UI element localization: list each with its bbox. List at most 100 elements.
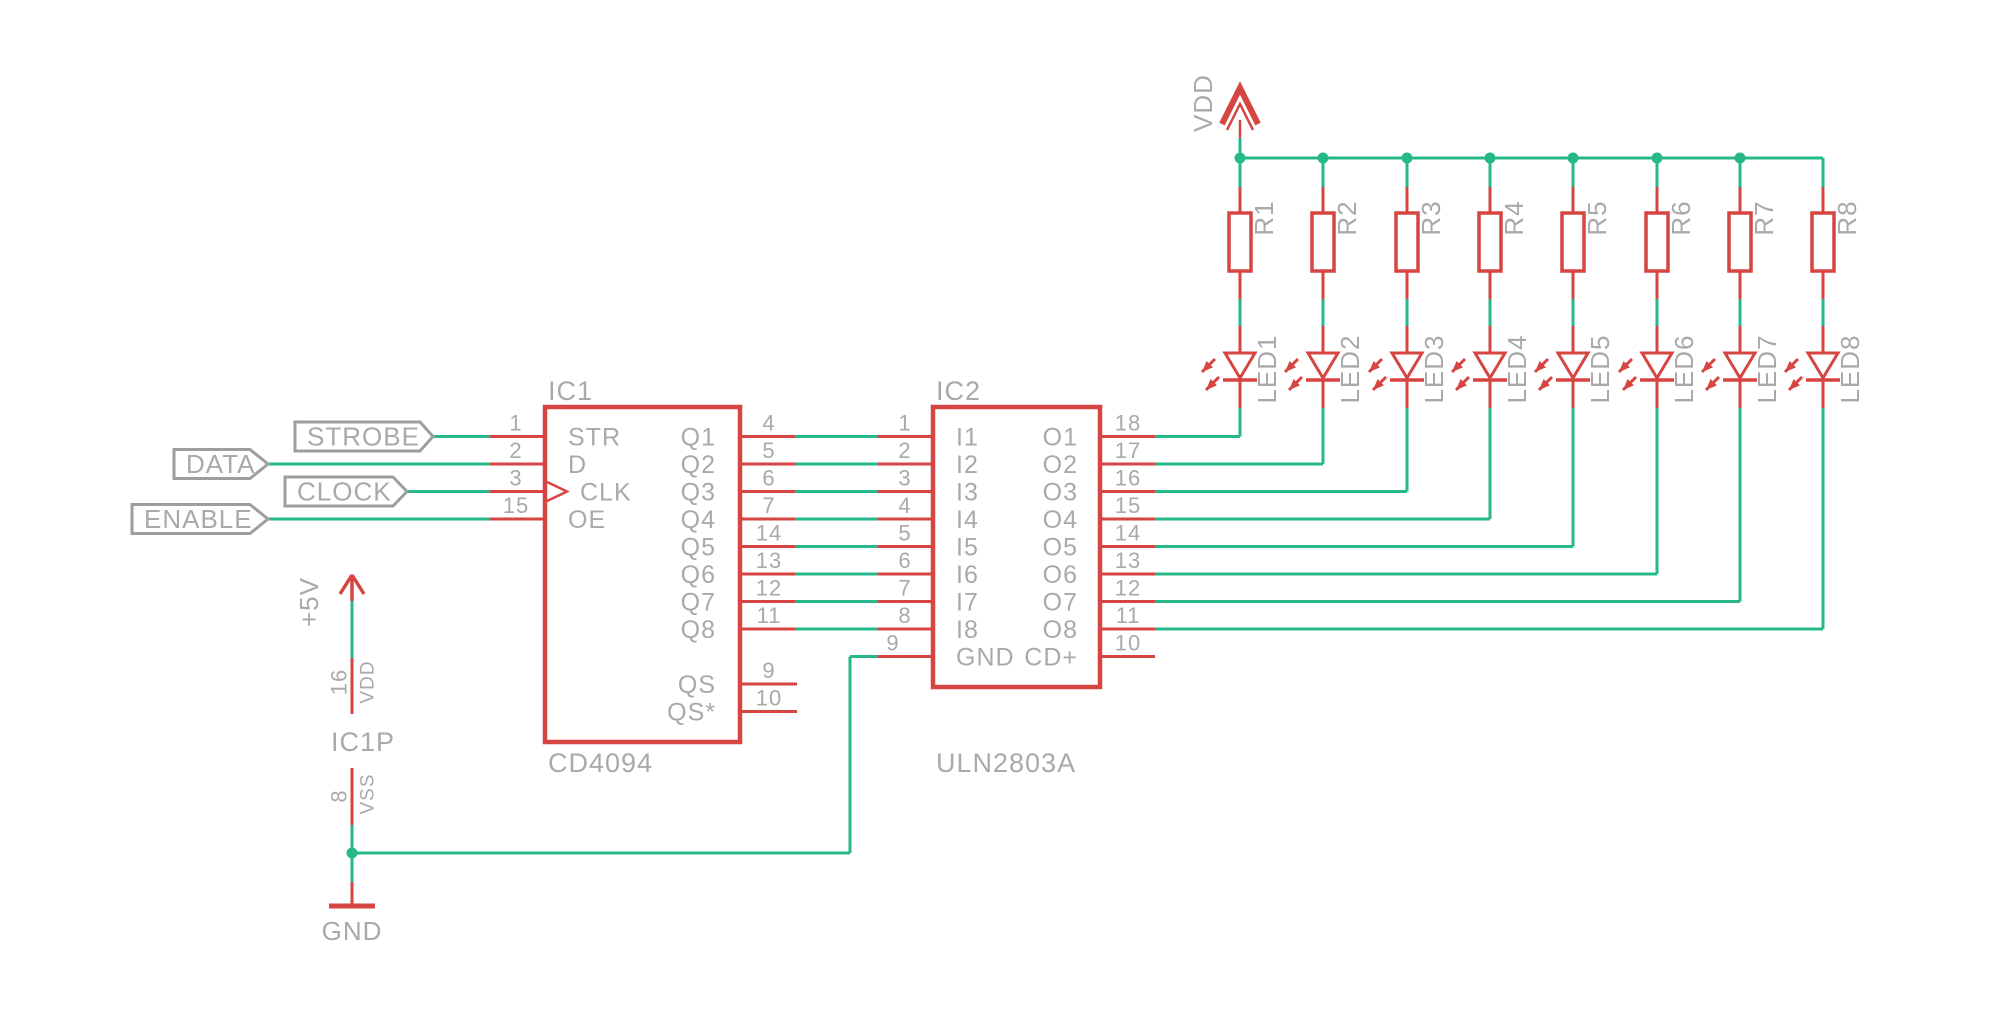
pin-number: 5 bbox=[762, 438, 775, 463]
flag-strobe[interactable]: STROBE bbox=[293, 420, 436, 453]
resistor-r1[interactable]: R1 bbox=[1227, 200, 1279, 273]
pin-number: 1 bbox=[898, 411, 911, 436]
led-led7[interactable]: LED7 bbox=[1700, 334, 1782, 404]
resistor-r3[interactable]: R3 bbox=[1394, 200, 1446, 273]
pin-number: 15 bbox=[503, 493, 529, 518]
plus5v-label: +5V bbox=[294, 577, 324, 627]
flag-outline bbox=[130, 503, 271, 535]
pin-name: OE bbox=[568, 506, 606, 534]
ic2-refdes: IC2 bbox=[936, 376, 981, 406]
junction-dot bbox=[1401, 152, 1413, 164]
pin-name: GND bbox=[956, 644, 1015, 672]
led-emission-arrow-head bbox=[1706, 379, 1717, 390]
led-led3[interactable]: LED3 bbox=[1367, 334, 1449, 404]
flag-outline bbox=[172, 448, 271, 480]
pin-name: I7 bbox=[956, 589, 979, 617]
pin-number: 12 bbox=[756, 576, 782, 601]
pin-name: I2 bbox=[956, 451, 979, 479]
resistor-r2[interactable]: R2 bbox=[1310, 200, 1362, 273]
led-triangle bbox=[1472, 351, 1508, 381]
resistor-r4[interactable]: R4 bbox=[1477, 200, 1529, 273]
led-led4[interactable]: LED4 bbox=[1450, 334, 1532, 404]
pin-name: O6 bbox=[1043, 561, 1078, 589]
resistor-label: R8 bbox=[1832, 200, 1862, 235]
vdd-supply-symbol[interactable]: VDD bbox=[1188, 74, 1261, 158]
pin-number: 4 bbox=[898, 493, 911, 518]
led-emission-arrow-head bbox=[1789, 379, 1800, 390]
pin-number: 18 bbox=[1115, 411, 1141, 436]
plus5v-arrow-icon bbox=[338, 574, 354, 595]
flag-clock[interactable]: CLOCK bbox=[283, 475, 410, 508]
led-triangle bbox=[1389, 351, 1425, 381]
led-label: LED2 bbox=[1335, 334, 1365, 403]
junction-dot bbox=[1567, 152, 1579, 164]
clock-wedge-icon bbox=[544, 479, 570, 504]
ic2-body bbox=[930, 404, 1103, 690]
resistor-r5[interactable]: R5 bbox=[1560, 200, 1612, 273]
resistor-body bbox=[1727, 211, 1753, 273]
pin-number: 3 bbox=[509, 466, 522, 491]
led-led5[interactable]: LED5 bbox=[1533, 334, 1615, 404]
resistor-r7[interactable]: R7 bbox=[1727, 200, 1779, 273]
pin-number: 9 bbox=[886, 631, 899, 656]
pin-name: O1 bbox=[1043, 424, 1078, 452]
led-triangle bbox=[1222, 351, 1258, 381]
pin-number: 2 bbox=[898, 438, 911, 463]
led-emission-arrow-head bbox=[1535, 361, 1546, 372]
led-emission-arrow-head bbox=[1623, 379, 1634, 390]
resistor-label: R5 bbox=[1582, 200, 1612, 235]
pin-number: 8 bbox=[327, 789, 352, 802]
pin-number: 14 bbox=[756, 521, 782, 546]
pin-number: 15 bbox=[1115, 493, 1141, 518]
pin-number: 7 bbox=[762, 493, 775, 518]
led-emission-arrow-head bbox=[1452, 361, 1463, 372]
pin-name: CLK bbox=[580, 479, 632, 507]
resistor-r6[interactable]: R6 bbox=[1644, 200, 1696, 273]
pin-name: QS* bbox=[667, 699, 716, 727]
pin-number: 11 bbox=[1116, 603, 1141, 628]
pin-name: Q3 bbox=[681, 479, 716, 507]
plus5v-supply-symbol[interactable]: +5V bbox=[294, 574, 366, 658]
junction-dot bbox=[1651, 152, 1663, 164]
pin-name: I5 bbox=[956, 534, 979, 562]
resistor-r8[interactable]: R8 bbox=[1810, 200, 1862, 273]
led-triangle bbox=[1805, 351, 1841, 381]
led-label: LED3 bbox=[1419, 334, 1449, 403]
pin-name: I8 bbox=[956, 616, 979, 644]
ic2-uln2803a[interactable]: IC2ULN2803AI11I22I33I44I55I66I77I88GND9O… bbox=[886, 376, 1141, 778]
flag-data[interactable]: DATA bbox=[172, 448, 271, 480]
pin-name: Q6 bbox=[681, 561, 716, 589]
led-led1[interactable]: LED1 bbox=[1200, 334, 1282, 404]
pin-number: 6 bbox=[898, 548, 911, 573]
pin-name: Q5 bbox=[681, 534, 716, 562]
led-label: LED4 bbox=[1502, 334, 1532, 403]
ic2-value: ULN2803A bbox=[936, 748, 1076, 778]
flag-outline bbox=[283, 475, 410, 508]
pin-name: Q2 bbox=[681, 451, 716, 479]
resistor-body bbox=[1810, 211, 1836, 273]
resistor-body bbox=[1644, 211, 1670, 273]
ic1-cd4094[interactable]: IC1CD4094STR1D2CLK3OE15Q14Q25Q36Q47Q514Q… bbox=[503, 376, 782, 778]
flag-enable[interactable]: ENABLE bbox=[130, 503, 271, 535]
gnd-symbol[interactable]: GND bbox=[322, 882, 383, 946]
pin-name: Q1 bbox=[681, 424, 716, 452]
led-emission-arrow-head bbox=[1785, 361, 1796, 372]
led-emission-arrow-head bbox=[1202, 361, 1213, 372]
pin-name: VSS bbox=[358, 773, 379, 814]
pin-number: 16 bbox=[327, 669, 352, 695]
led-led6[interactable]: LED6 bbox=[1617, 334, 1699, 404]
ic1-refdes: IC1 bbox=[548, 376, 593, 406]
resistor-body bbox=[1560, 211, 1586, 273]
pin-number: 5 bbox=[898, 521, 911, 546]
led-led8[interactable]: LED8 bbox=[1783, 334, 1865, 404]
led-label: LED8 bbox=[1835, 334, 1865, 403]
pin-number: 4 bbox=[762, 411, 775, 436]
led-label: LED1 bbox=[1252, 334, 1282, 403]
led-led2[interactable]: LED2 bbox=[1283, 334, 1365, 404]
pin-name: I4 bbox=[956, 506, 979, 534]
pin-name: I3 bbox=[956, 479, 979, 507]
pin-number: 6 bbox=[762, 466, 775, 491]
pin-number: 8 bbox=[898, 603, 911, 628]
